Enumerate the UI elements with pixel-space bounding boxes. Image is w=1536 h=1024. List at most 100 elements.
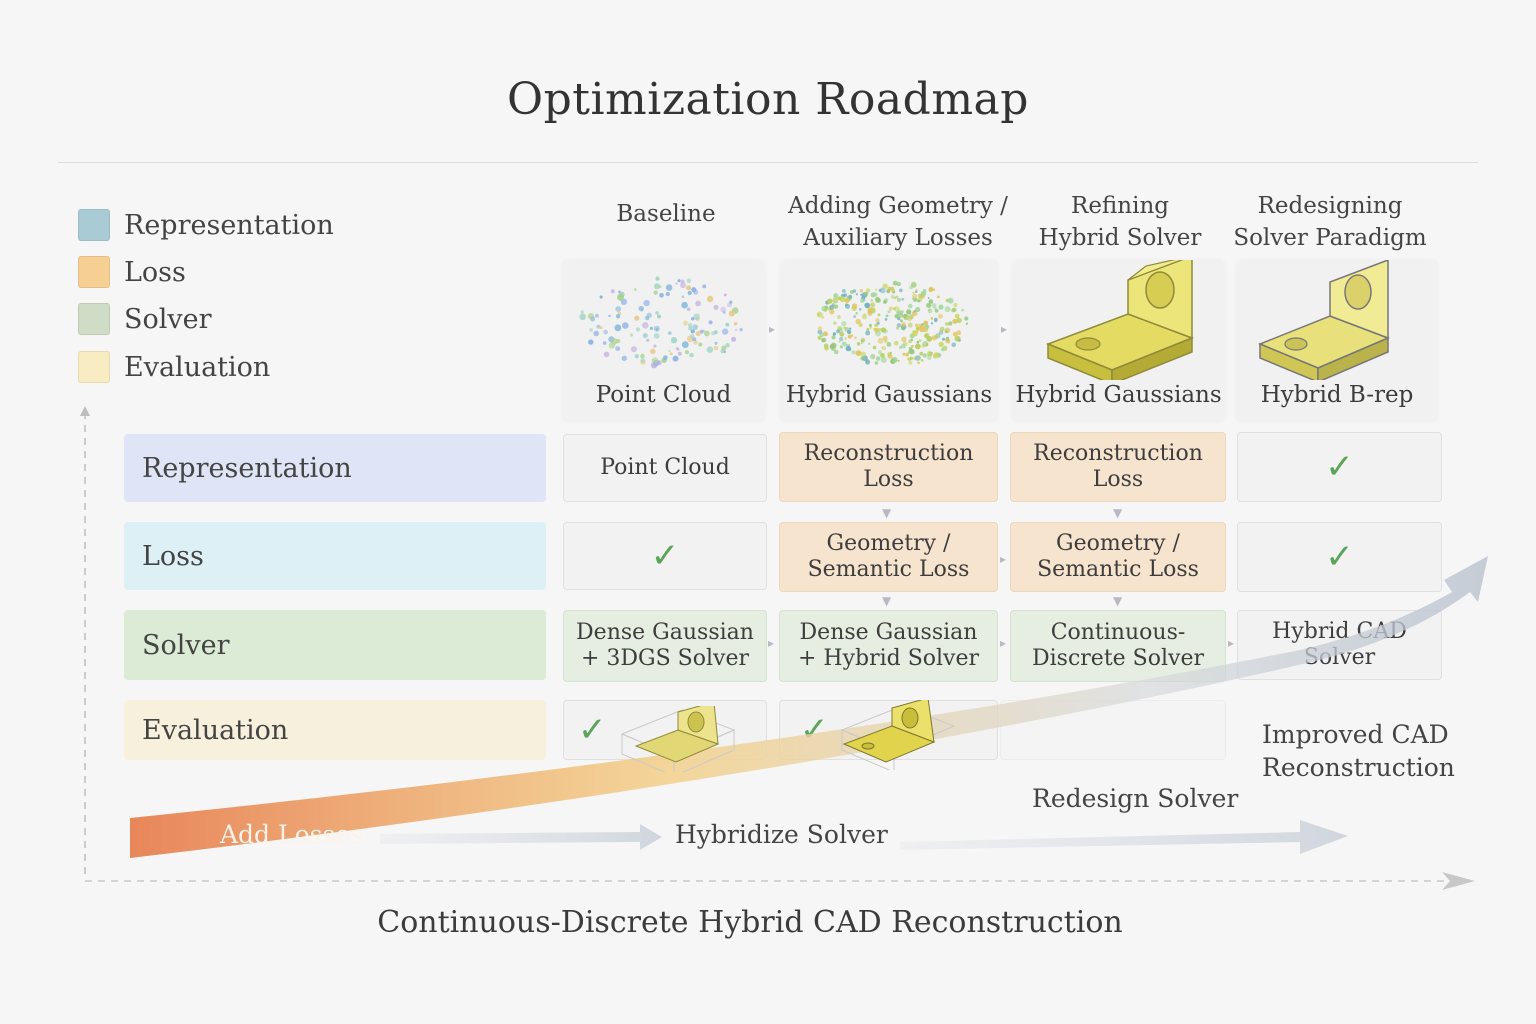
point-dot (941, 347, 945, 352)
point-dot (924, 324, 930, 330)
point-dot (693, 313, 700, 320)
point-dot (951, 342, 956, 348)
point-dot (685, 350, 689, 355)
cell-text: Reconstruction (1033, 441, 1203, 466)
point-dot (901, 297, 905, 301)
row-label-text: Representation (142, 452, 352, 484)
point-dot (917, 299, 920, 303)
point-dot (681, 341, 689, 349)
image-caption: Hybrid B-rep (1260, 382, 1414, 408)
point-dot (681, 301, 688, 309)
page-title: Optimization Roadmap (507, 74, 1029, 125)
point-dot (912, 293, 918, 299)
point-dot (579, 313, 586, 321)
point-dot (860, 293, 863, 296)
point-dot (845, 345, 851, 352)
point-dot (905, 352, 909, 357)
point-dot (739, 328, 743, 332)
point-dot (589, 328, 593, 332)
point-dot (862, 314, 868, 320)
point-dot (882, 335, 888, 341)
point-dot (919, 324, 924, 330)
check-icon: ✓ (1325, 537, 1354, 577)
cell-text: Geometry / (1056, 531, 1180, 556)
point-dot (856, 342, 861, 346)
point-dot (723, 293, 727, 297)
point-dot (634, 354, 639, 359)
cell-rep-redesign: ✓ (1237, 432, 1442, 502)
point-dot (669, 352, 673, 356)
point-dot (640, 308, 644, 312)
point-dot (593, 330, 599, 337)
point-dot (665, 291, 670, 297)
point-dot (877, 350, 882, 355)
arrow-icon: ▸ (1000, 636, 1007, 650)
image-card-cad-brep: Hybrid B-rep (1236, 258, 1438, 422)
point-dot (833, 321, 837, 325)
point-dot (894, 314, 899, 319)
point-dot (610, 289, 615, 294)
row-label-evaluation: Evaluation (124, 700, 546, 760)
image-caption: Point Cloud (595, 382, 732, 408)
point-dot (875, 356, 881, 361)
point-dot (855, 350, 862, 356)
point-dot (675, 282, 679, 285)
point-dot (894, 341, 899, 346)
point-dot (829, 344, 835, 349)
point-dot (870, 302, 876, 308)
point-dot (908, 346, 912, 351)
legend-item-solver: Solver (78, 301, 212, 337)
point-dot (870, 299, 873, 302)
point-dot (841, 321, 847, 327)
row-label-text: Solver (142, 629, 230, 661)
point-dot (938, 313, 943, 319)
row-label-solver: Solver (124, 610, 546, 680)
cell-text: + 3DGS Solver (580, 646, 750, 671)
point-dot (927, 297, 930, 299)
point-dot (928, 299, 934, 304)
column-header-line: Solver Paradigm (1233, 225, 1427, 251)
cell-text: Continuous- (1050, 620, 1186, 645)
label-line: Improved CAD (1262, 720, 1449, 749)
cad-eval-image (840, 700, 956, 770)
point-dot (836, 329, 840, 334)
point-dot (617, 294, 624, 301)
point-dot (865, 288, 871, 293)
legend-item-representation: Representation (78, 207, 334, 243)
point-dot (653, 290, 658, 295)
cell-rep-refining: Reconstruction Loss (1010, 432, 1226, 502)
cell-loss-baseline: ✓ (563, 522, 767, 590)
point-dot (965, 322, 969, 325)
point-dot (944, 329, 948, 334)
point-dot (914, 343, 921, 350)
cell-loss-adding: Geometry / Semantic Loss (779, 522, 998, 592)
point-dot (603, 329, 608, 335)
point-dot (923, 320, 928, 326)
point-dot (892, 357, 898, 363)
label-redesign-solver: Redesign Solver (1032, 784, 1239, 813)
cell-text: Point Cloud (600, 455, 730, 480)
point-dot (615, 346, 621, 352)
cell-text: Dense Gaussian (576, 620, 754, 645)
point-dot (821, 315, 825, 319)
point-dot (907, 316, 912, 322)
column-header-adding-losses: Adding Geometry / Auxiliary Losses (780, 190, 1016, 254)
point-dot (922, 288, 927, 293)
point-dot (910, 338, 913, 342)
point-dot (722, 328, 729, 335)
point-dot (686, 278, 692, 283)
point-dot (874, 361, 879, 365)
point-dot (917, 357, 921, 360)
point-dot (934, 352, 939, 357)
point-dot (837, 296, 842, 301)
point-dot (731, 336, 737, 342)
legend-label: Loss (124, 256, 186, 288)
point-dot (931, 303, 937, 308)
point-dot (921, 344, 925, 348)
point-dot (839, 336, 844, 342)
point-dot (640, 353, 645, 359)
point-dot (855, 312, 858, 315)
point-dot (653, 333, 660, 339)
arrow-icon: ▸ (1001, 322, 1008, 336)
point-dot (883, 300, 887, 304)
